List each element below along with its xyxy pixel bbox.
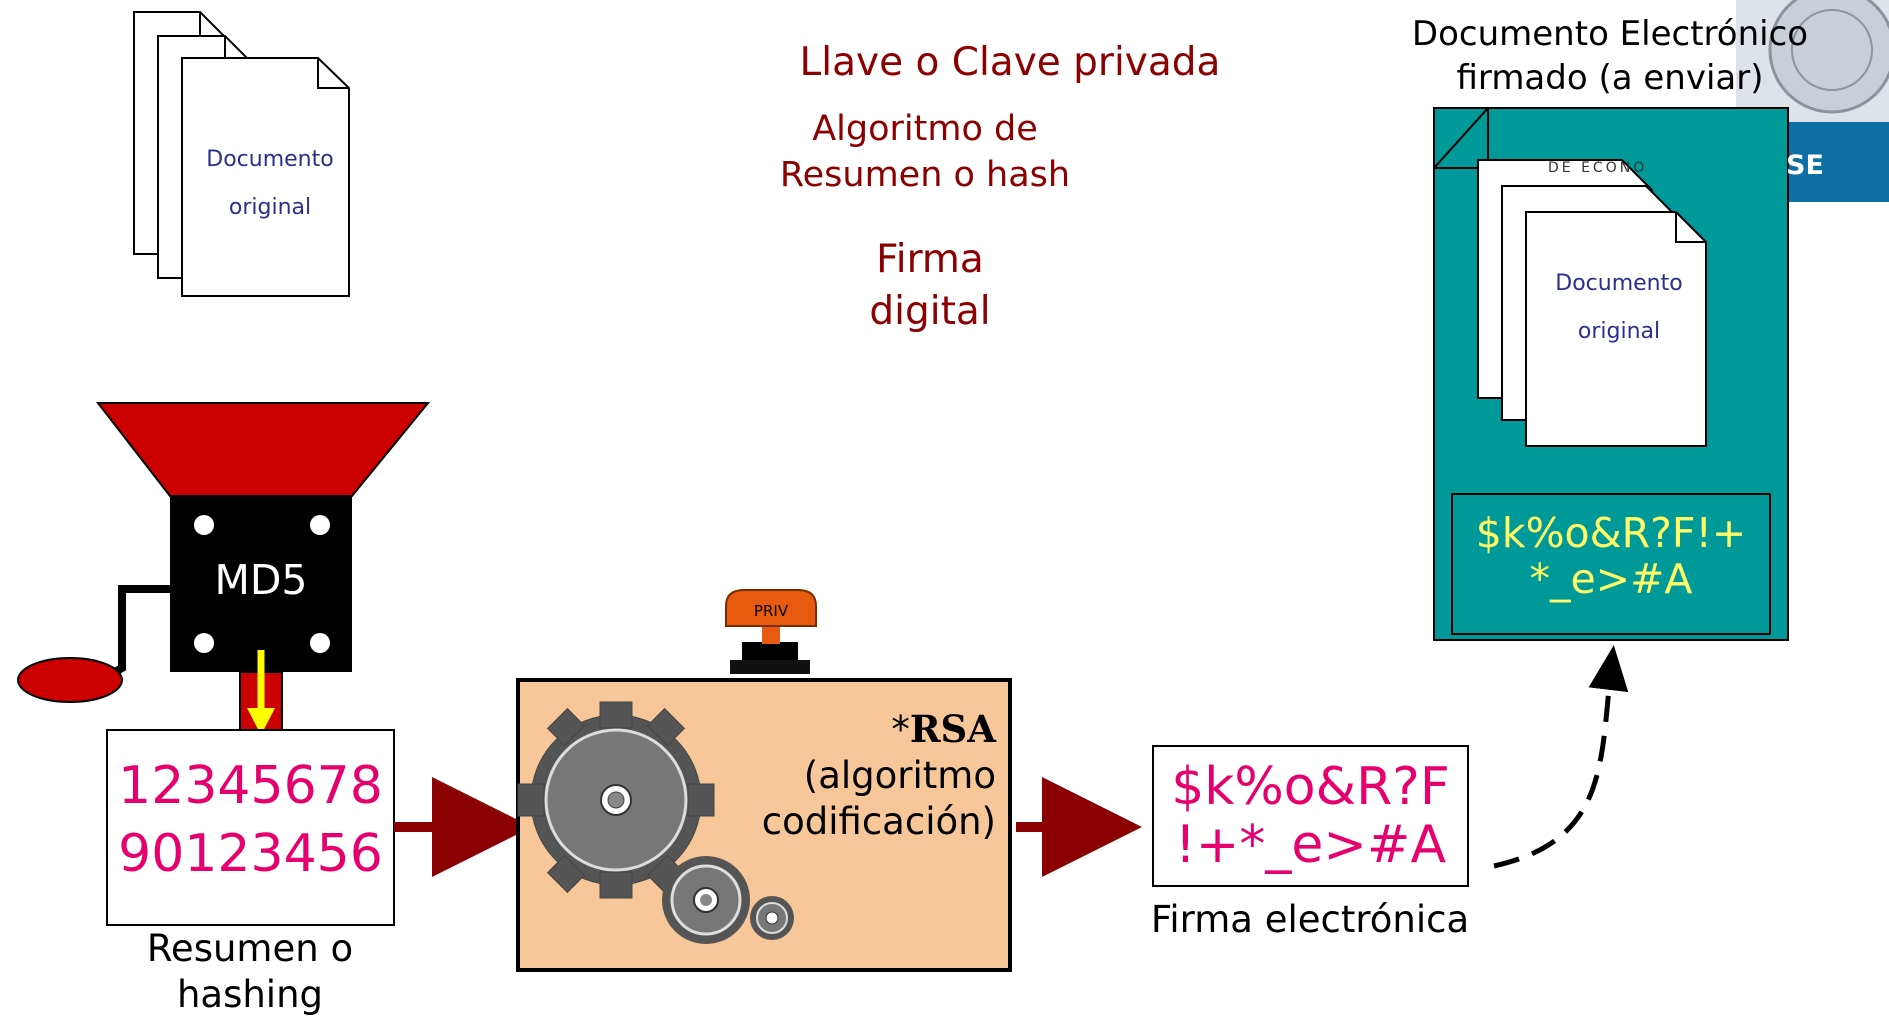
digital-signature-label-line1: Firma <box>876 237 984 282</box>
md5-label: MD5 <box>214 556 308 604</box>
small-gear <box>750 896 794 940</box>
rsa-desc-line1: (algoritmo <box>803 754 996 797</box>
original-document-label-line1: Documento <box>206 147 334 172</box>
signature-value: $k%o&R?F !+*_e>#A <box>1153 758 1468 874</box>
arrow-signature-to-document <box>1493 645 1629 869</box>
large-gear <box>517 701 715 899</box>
signature-caption: Firma electrónica <box>1150 898 1470 941</box>
embedded-original-document-label: Documento original <box>1534 260 1704 356</box>
original-document-label: Documento original <box>190 136 350 232</box>
embedded-signature-line2: *_e>#A <box>1529 555 1693 603</box>
signed-document-label-line1: Documento Electrónico <box>1411 14 1809 54</box>
medium-gear <box>662 856 750 944</box>
hash-algorithm-label-line1: Algoritmo de <box>812 109 1038 149</box>
hash-value-line1: 12345678 <box>118 756 383 816</box>
digital-signature-label: Firma digital <box>820 234 1040 338</box>
embedded-document-label-line2: original <box>1577 319 1661 344</box>
embedded-signature-value: $k%o&R?F!+ *_e>#A <box>1454 510 1768 602</box>
rsa-star: * <box>891 708 910 751</box>
signature-value-line2: !+*_e>#A <box>1174 815 1447 875</box>
hash-value-line2: 90123456 <box>118 824 383 884</box>
private-key-icon <box>725 589 817 674</box>
embedded-document-label-line1: Documento <box>1555 271 1683 296</box>
signed-document-label: Documento Electrónico firmado (a enviar) <box>1370 12 1850 100</box>
rsa-engine <box>516 678 1012 972</box>
rsa-name: RSA <box>909 707 996 751</box>
embedded-document-header: DE ECONO <box>1548 160 1648 176</box>
signature-value-box <box>1152 745 1469 887</box>
rsa-label: *RSA (algoritmo codificación) <box>740 706 996 845</box>
embedded-signature-line1: $k%o&R?F!+ <box>1475 509 1747 557</box>
rsa-desc-line2: codificación) <box>761 800 996 843</box>
hash-caption-line1: Resumen o <box>146 927 354 970</box>
logo-text: SE <box>1786 150 1824 181</box>
private-key-label: Llave o Clave privada <box>799 40 1221 85</box>
hash-machine <box>17 402 431 735</box>
hash-caption: Resumen o hashing <box>100 926 400 1018</box>
hash-caption-line2: hashing <box>176 973 324 1016</box>
hash-algorithm-label-line2: Resumen o hash <box>779 155 1071 195</box>
original-document-stack <box>133 11 350 297</box>
hash-value-box <box>106 729 395 926</box>
signed-document-label-line2: firmado (a enviar) <box>1456 58 1764 98</box>
signed-document-folder <box>1433 107 1789 641</box>
digital-signature-label-line2: digital <box>869 289 991 334</box>
rsa-title: *RSA <box>740 706 996 753</box>
hash-algorithm-label: Algoritmo de Resumen o hash <box>760 106 1090 198</box>
hash-value: 12345678 90123456 <box>107 752 394 888</box>
private-key-tag: PRIV <box>753 602 789 620</box>
signature-value-line1: $k%o&R?F <box>1171 757 1450 817</box>
original-document-label-line2: original <box>228 195 312 220</box>
